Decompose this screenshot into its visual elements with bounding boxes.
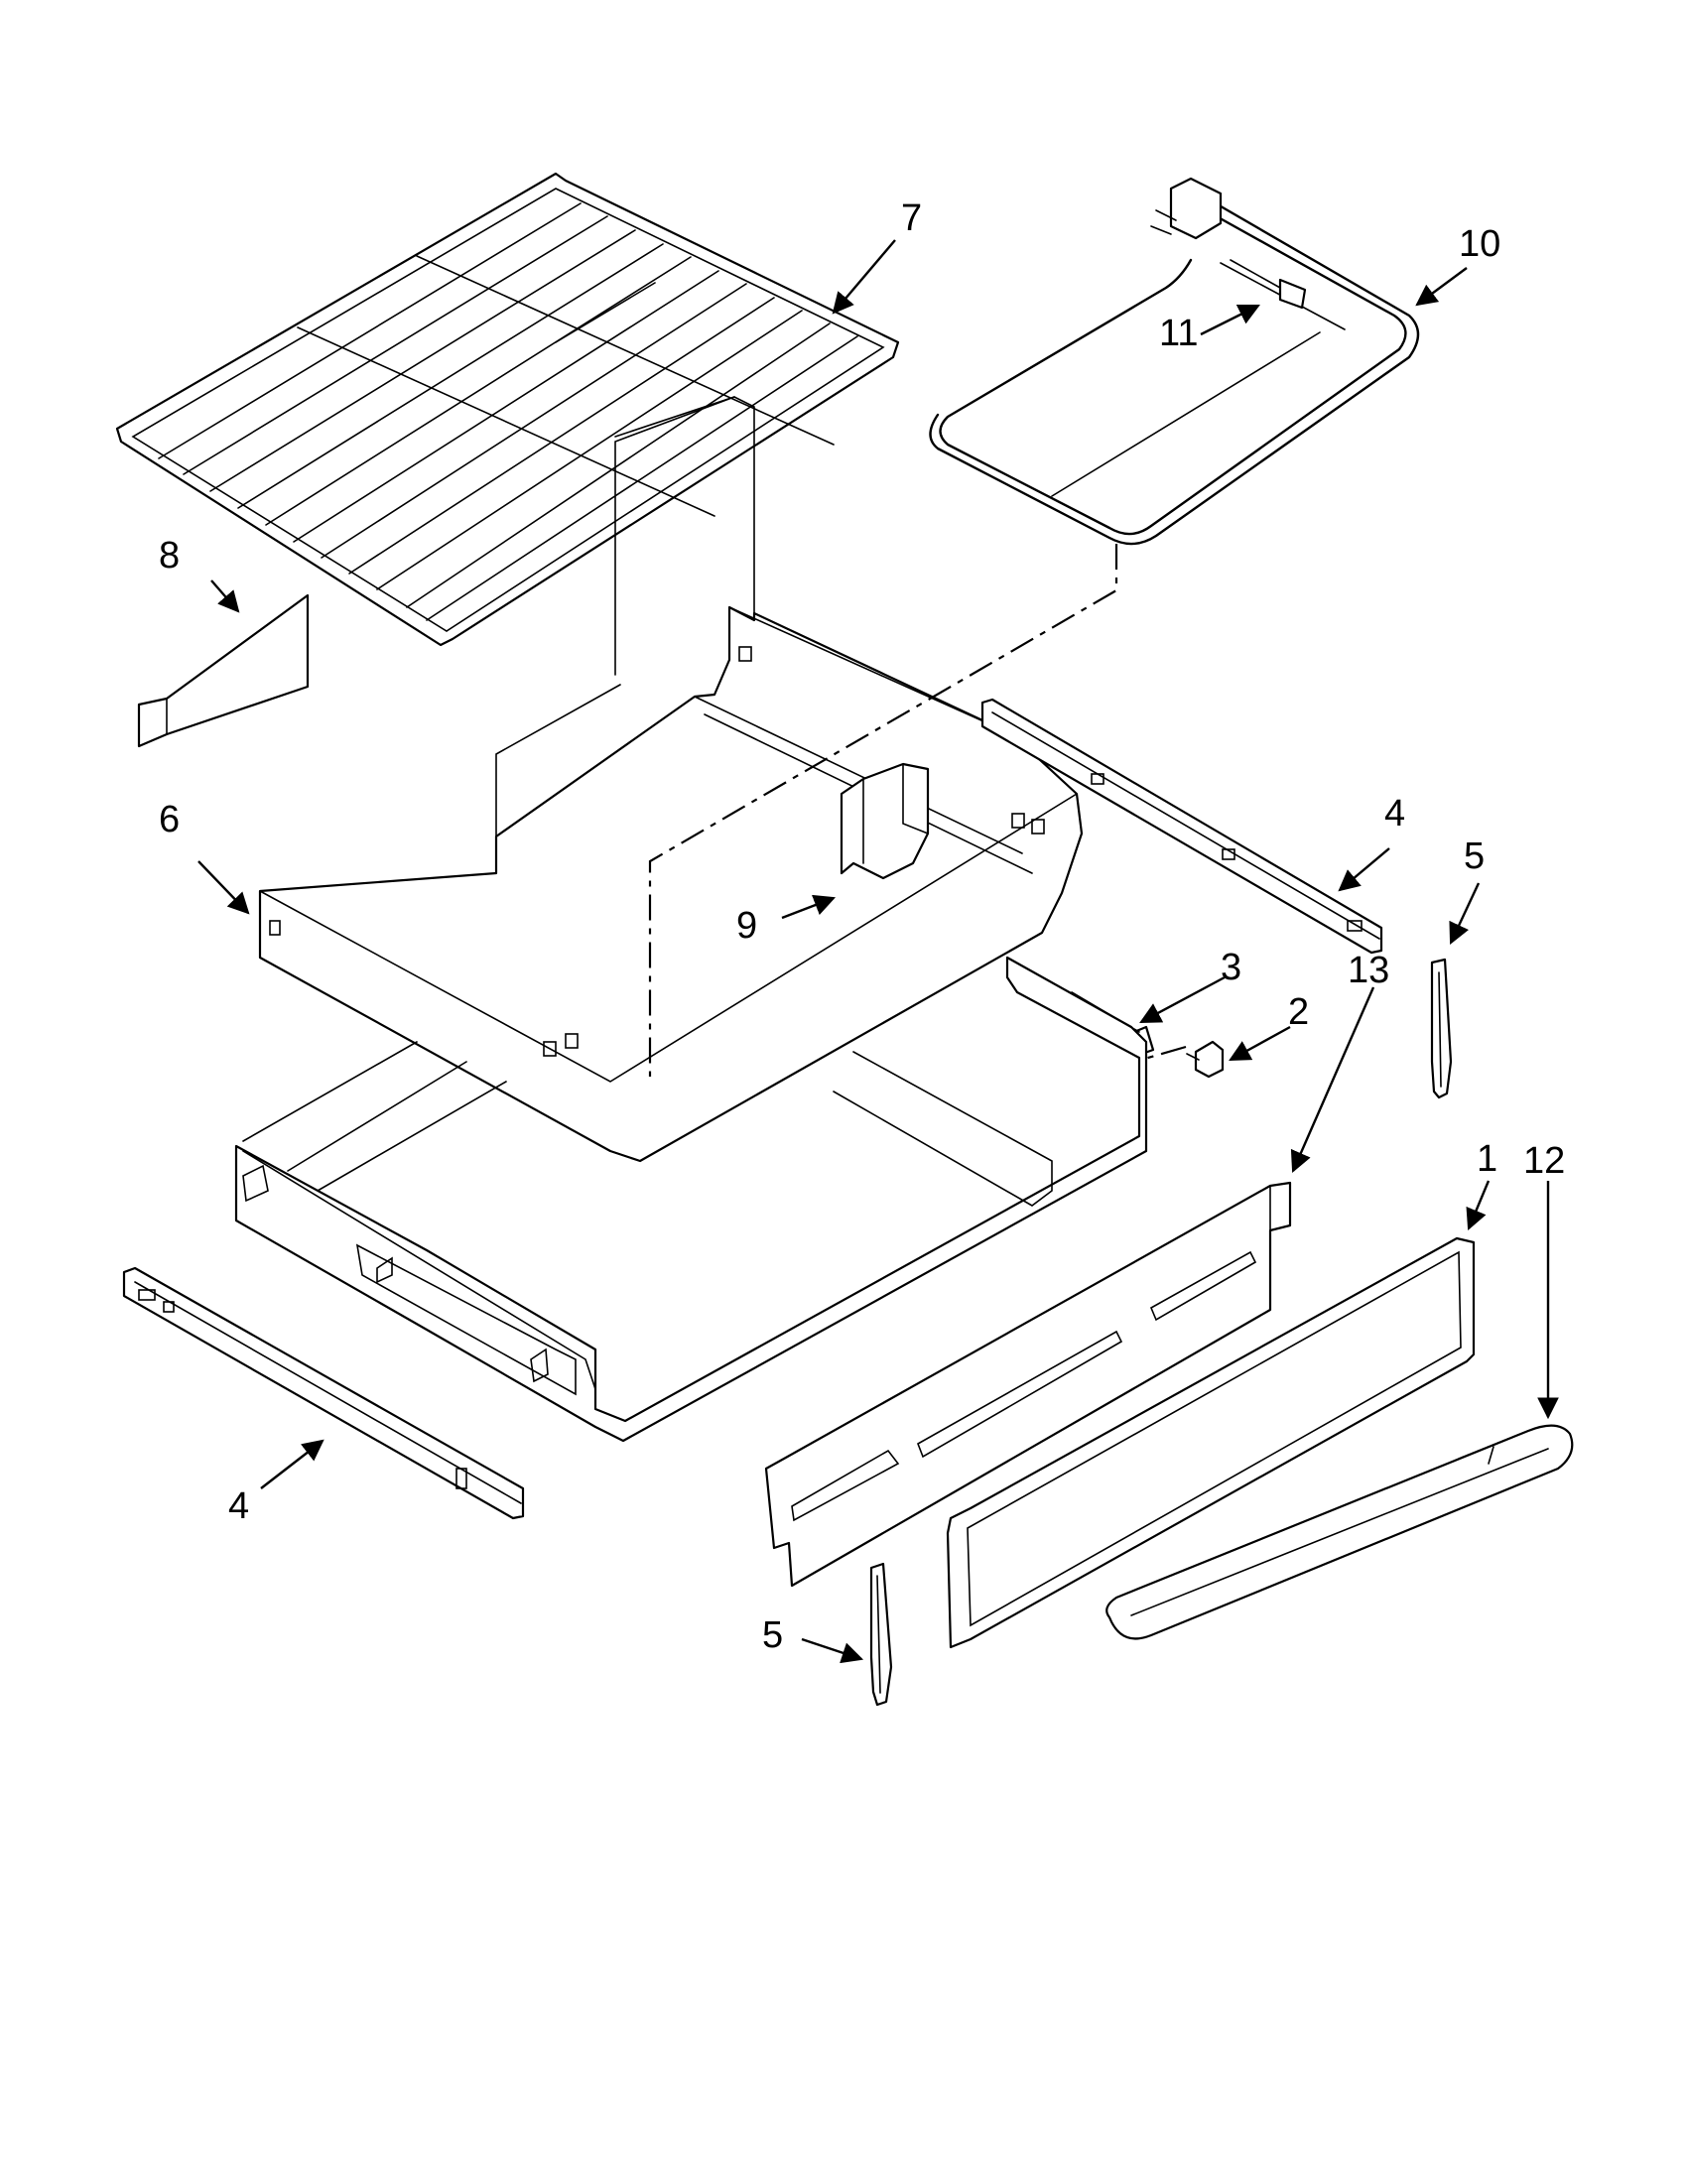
screw	[1186, 1040, 1225, 1079]
callout-12: 12	[1523, 1140, 1565, 1182]
drawer-liner	[258, 396, 1084, 1163]
callout-2: 2	[1288, 991, 1309, 1033]
callout-6: 6	[159, 799, 180, 840]
side-panel	[137, 593, 310, 748]
slide-bracket-left	[869, 1562, 893, 1707]
callout-1: 1	[1477, 1138, 1497, 1180]
oven-rack	[115, 172, 900, 647]
leader-lines	[197, 239, 1559, 1664]
callout-8: 8	[159, 535, 180, 577]
callout-11: 11	[1159, 313, 1198, 354]
callout-5-upper: 5	[1464, 835, 1485, 877]
drawer-handle	[1105, 1424, 1574, 1640]
callout-9: 9	[736, 905, 757, 947]
drawer-slide-right	[980, 698, 1383, 955]
bake-element	[929, 177, 1420, 546]
center-bracket	[840, 762, 930, 880]
callout-4-lower: 4	[228, 1485, 249, 1527]
drawer-front-panel	[946, 1236, 1476, 1649]
callout-labels: 7 10 11 8 6 9 4 5 3 2 13 1 12 4 5	[159, 197, 1565, 1656]
callout-5-lower: 5	[762, 1614, 783, 1656]
callout-7: 7	[901, 197, 922, 239]
callout-10: 10	[1459, 223, 1500, 265]
callout-13: 13	[1348, 950, 1389, 991]
callout-4-upper: 4	[1384, 793, 1405, 835]
slide-bracket-right	[1430, 958, 1453, 1099]
drawer-slide-left	[122, 1266, 525, 1520]
callout-3: 3	[1221, 947, 1241, 988]
inner-drawer-front	[764, 1181, 1292, 1588]
screw-alignment-line	[1140, 1045, 1187, 1062]
alignment-line	[648, 544, 1118, 1077]
drawer-body	[234, 956, 1148, 1443]
